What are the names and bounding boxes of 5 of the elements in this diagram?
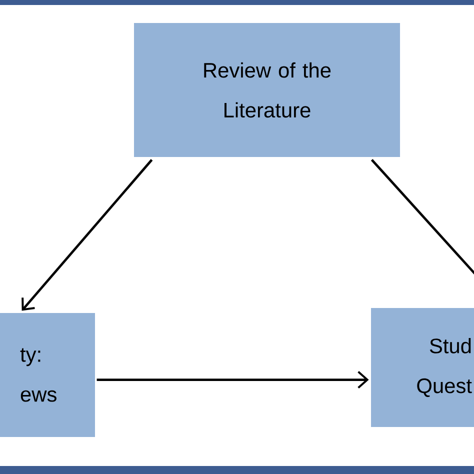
arrow (96, 371, 369, 389)
arrow (22, 159, 153, 311)
process-box: ty: ews (0, 313, 95, 437)
process-box: Review of the Literature (134, 23, 400, 157)
process-box: Stud Quest (371, 308, 474, 427)
